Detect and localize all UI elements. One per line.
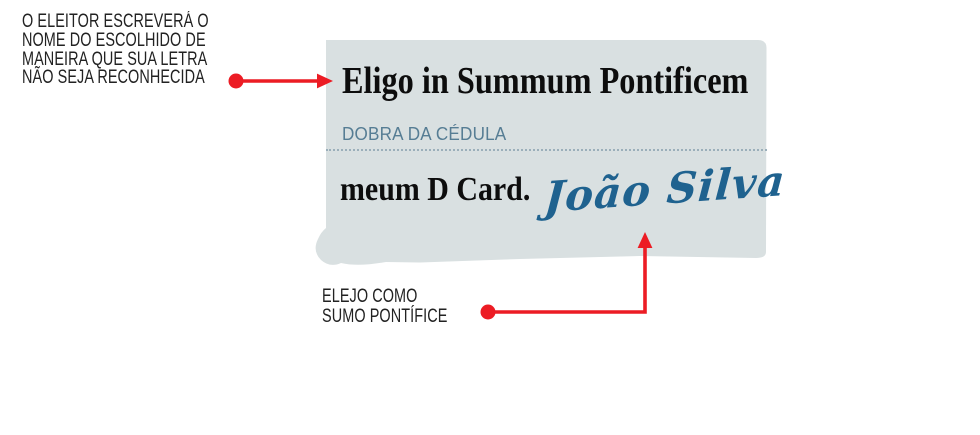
fold-dotted-line <box>326 149 767 151</box>
ballot-header-text: Eligo in Summum Pontificem <box>342 60 749 102</box>
annotation-bottom-note: ELEJO COMO SUMO PONTÍFICE <box>322 286 448 327</box>
ballot-card <box>315 40 767 265</box>
annotation-top-note: O ELEITOR ESCREVERÁ O NOME DO ESCOLHIDO … <box>22 11 209 89</box>
ballot-body-text: meum D Card. <box>340 171 531 208</box>
ballot-fold-label: DOBRA DA CÉDULA <box>342 124 507 144</box>
